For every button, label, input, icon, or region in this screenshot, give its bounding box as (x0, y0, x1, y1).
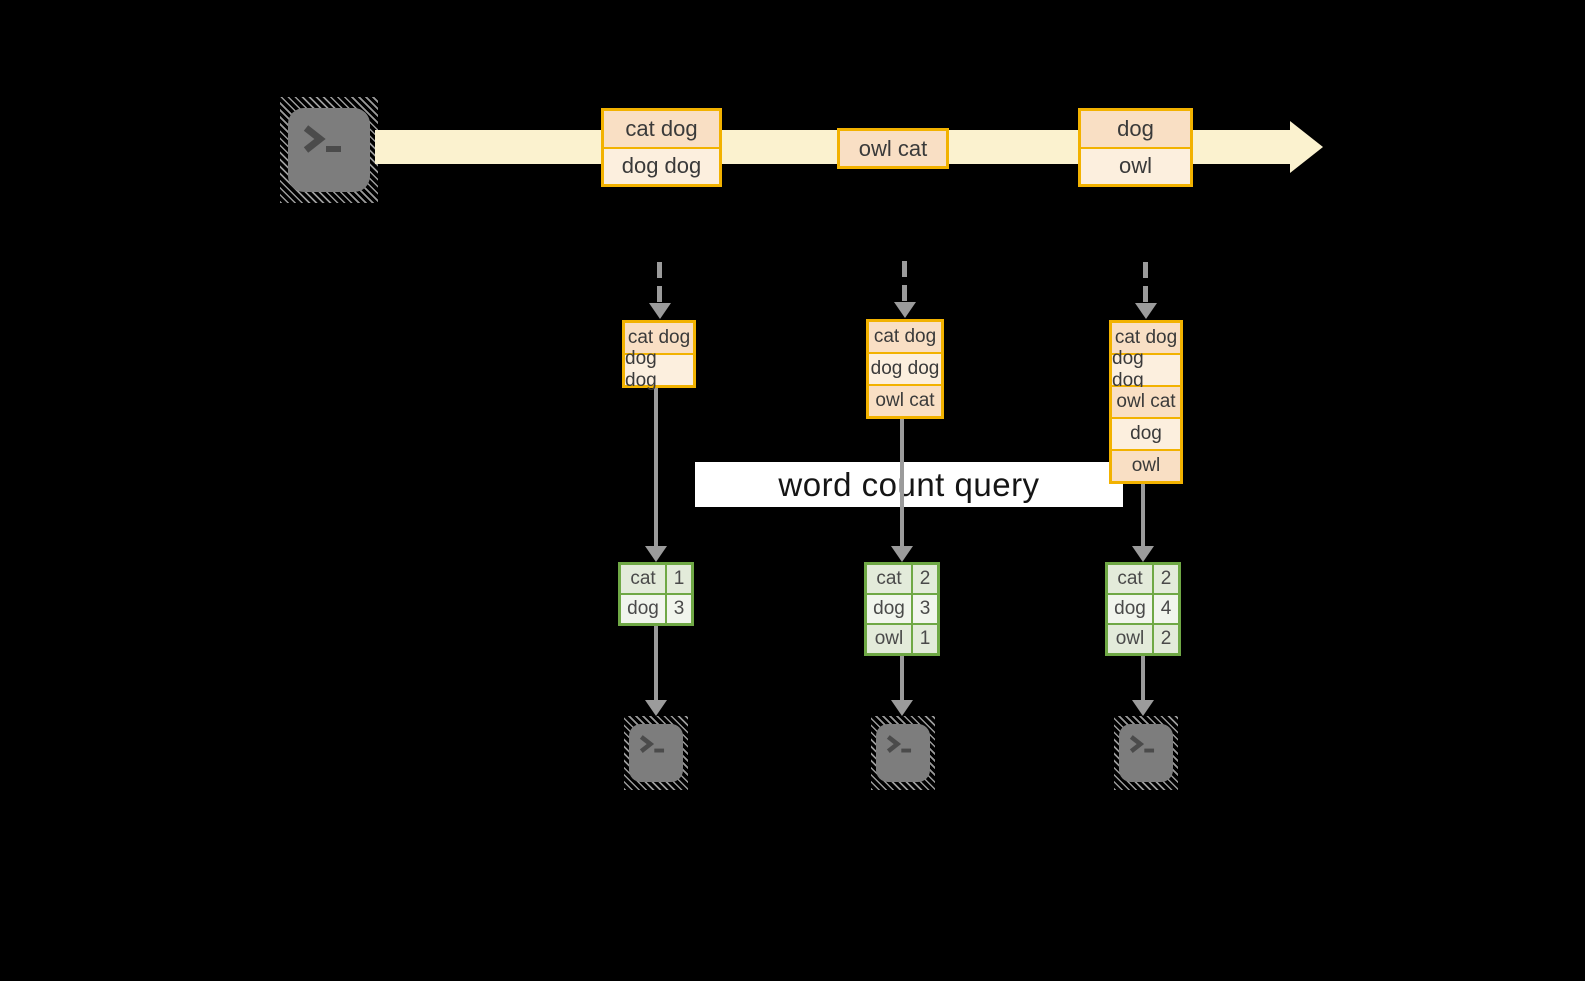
stream-batch: owl cat (837, 128, 949, 169)
stream-batch-line: cat dog (604, 111, 719, 147)
stream-batch-line: dog dog (604, 148, 719, 184)
terminal-icon (280, 97, 378, 203)
stack-line: dog dog (869, 354, 941, 384)
word-count-table: cat 1 dog 3 (618, 562, 694, 626)
stream-batch-line: owl cat (840, 131, 946, 166)
prompt-icon (639, 735, 665, 753)
count-cell: 1 (913, 625, 937, 653)
connector-line (654, 386, 658, 546)
micro-batch-stack: cat dog dog dog owl cat (866, 319, 944, 419)
arrowhead-icon (891, 546, 913, 562)
connector-line (900, 419, 904, 546)
word-cell: dog (867, 595, 911, 623)
stack-line: owl cat (1112, 387, 1180, 417)
count-cell: 4 (1154, 595, 1178, 623)
count-cell: 2 (913, 565, 937, 593)
terminal-icon (1114, 716, 1178, 790)
terminal-screen (876, 724, 930, 782)
word-count-query-banner: word count query (695, 462, 1123, 507)
stack-line: cat dog (1112, 323, 1180, 353)
word-cell: dog (621, 595, 665, 623)
count-cell: 2 (1154, 565, 1178, 593)
connector-line (1141, 484, 1145, 546)
count-cell: 1 (667, 565, 691, 593)
stream-batch-line: dog (1081, 111, 1190, 147)
arrowhead-icon (1135, 303, 1157, 319)
terminal-icon (624, 716, 688, 790)
word-cell: cat (1108, 565, 1152, 593)
stack-line: owl cat (869, 386, 941, 416)
stack-line: dog (1112, 419, 1180, 449)
word-count-table: cat 2 dog 3 owl 1 (864, 562, 940, 656)
arrowhead-icon (1132, 700, 1154, 716)
micro-batch-stack: cat dog dog dog (622, 320, 696, 391)
dashed-arrow (1143, 262, 1148, 278)
stack-line: cat dog (625, 323, 693, 353)
stack-line: owl (1112, 451, 1180, 481)
prompt-icon (303, 125, 341, 153)
terminal-icon (871, 716, 935, 790)
word-cell: owl (867, 625, 911, 653)
terminal-screen (288, 108, 370, 192)
dashed-arrow (902, 261, 907, 277)
arrowhead-icon (894, 302, 916, 318)
connector-line (654, 626, 658, 700)
word-count-table: cat 2 dog 4 owl 2 (1105, 562, 1181, 656)
stream-batch: dog owl (1078, 108, 1193, 187)
arrowhead-icon (645, 700, 667, 716)
prompt-icon (886, 735, 912, 753)
word-cell: owl (1108, 625, 1152, 653)
micro-batch-stack: cat dog dog dog owl cat dog owl (1109, 320, 1183, 484)
dashed-arrow (657, 262, 662, 278)
count-cell: 3 (913, 595, 937, 623)
stack-line: dog dog (625, 348, 693, 391)
stack-line: cat dog (869, 322, 941, 352)
connector-line (1141, 656, 1145, 700)
banner-label: word count query (778, 465, 1040, 503)
terminal-screen (629, 724, 683, 782)
arrowhead-icon (649, 303, 671, 319)
prompt-icon (1129, 735, 1155, 753)
stream-batch-line: owl (1081, 148, 1190, 184)
stream-arrowhead-icon (1290, 121, 1323, 173)
count-cell: 2 (1154, 625, 1178, 653)
arrowhead-icon (645, 546, 667, 562)
dashed-arrow (1143, 286, 1148, 302)
dashed-arrow (657, 286, 662, 302)
terminal-screen (1119, 724, 1173, 782)
word-cell: dog (1108, 595, 1152, 623)
word-cell: cat (867, 565, 911, 593)
dashed-arrow (902, 285, 907, 301)
count-cell: 3 (667, 595, 691, 623)
stream-batch: cat dog dog dog (601, 108, 722, 187)
arrowhead-icon (1132, 546, 1154, 562)
connector-line (900, 656, 904, 700)
arrowhead-icon (891, 700, 913, 716)
stack-line: dog dog (1112, 348, 1180, 391)
word-cell: cat (621, 565, 665, 593)
